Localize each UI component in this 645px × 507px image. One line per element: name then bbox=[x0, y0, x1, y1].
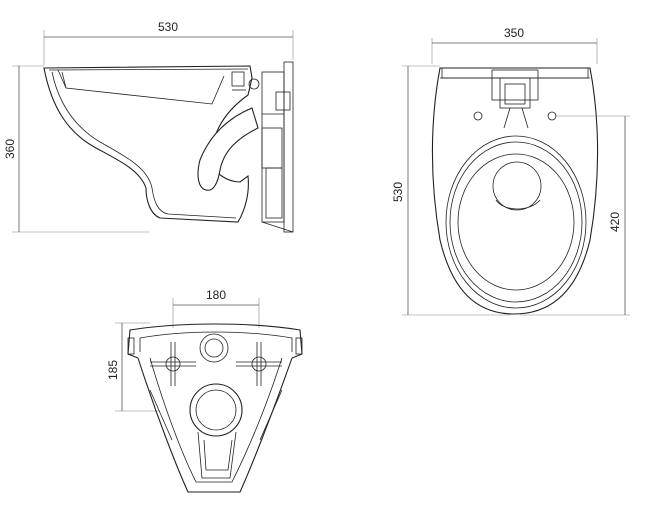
back-body-outline bbox=[127, 323, 303, 493]
back-spacing-dimension: 180 bbox=[172, 288, 260, 328]
side-view: 530 360 bbox=[3, 20, 294, 233]
side-height-label: 360 bbox=[3, 139, 17, 159]
top-drain-hole bbox=[492, 161, 542, 211]
back-height-label: 185 bbox=[106, 360, 120, 380]
side-wall-mount bbox=[231, 61, 294, 233]
side-width-dimension: 530 bbox=[43, 20, 294, 65]
top-inlet bbox=[491, 69, 539, 129]
top-bowl-outline bbox=[431, 67, 599, 315]
top-length-dimension: 530 bbox=[391, 65, 510, 316]
top-bolt-hole-left bbox=[473, 111, 483, 121]
side-height-dimension: 360 bbox=[3, 65, 150, 233]
back-height-dimension: 185 bbox=[106, 322, 160, 412]
back-outlet bbox=[189, 383, 243, 437]
top-length-label: 530 bbox=[391, 182, 405, 202]
top-view: 350 530 420 bbox=[391, 26, 630, 316]
back-mount-right bbox=[236, 342, 282, 386]
side-width-label: 530 bbox=[158, 20, 178, 34]
top-width-dimension: 350 bbox=[431, 26, 598, 64]
back-spacing-label: 180 bbox=[206, 288, 226, 302]
top-bolt-hole-right bbox=[547, 111, 557, 121]
back-mount-left bbox=[150, 342, 196, 386]
back-view: 180 185 bbox=[106, 288, 303, 493]
top-seat-ring bbox=[445, 135, 587, 309]
top-width-label: 350 bbox=[504, 26, 524, 40]
top-bowl-opening bbox=[457, 153, 575, 291]
side-outlet bbox=[197, 107, 259, 191]
side-bowl-rim bbox=[57, 69, 225, 105]
top-hole-label: 420 bbox=[608, 212, 622, 232]
top-hole-dimension: 420 bbox=[520, 115, 630, 316]
back-top-port bbox=[199, 333, 229, 363]
